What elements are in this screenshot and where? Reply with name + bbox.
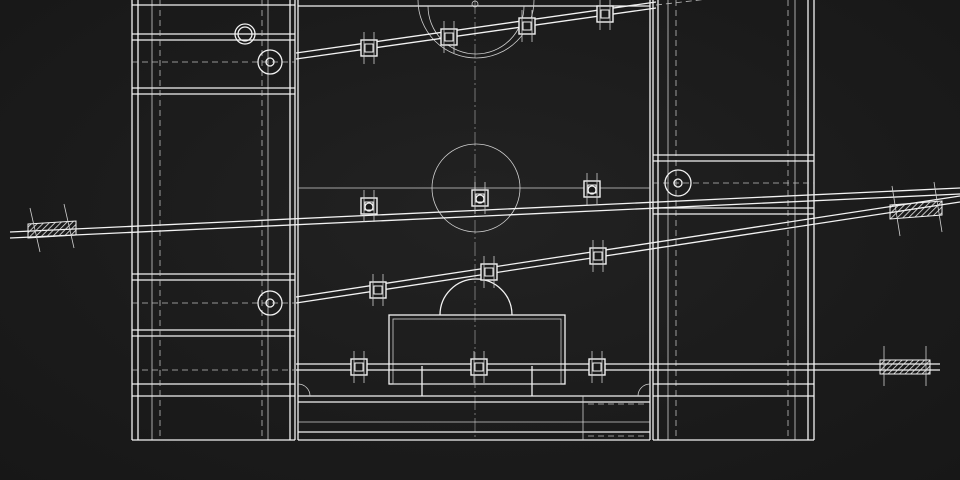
player-figure-icon bbox=[596, 0, 614, 30]
player-figure-icon bbox=[360, 190, 378, 222]
rod-bearing-circle-icon bbox=[257, 49, 283, 75]
player-figure-icon bbox=[369, 274, 387, 306]
rod-3 bbox=[295, 195, 960, 304]
rod-4 bbox=[296, 363, 940, 371]
player-figure-icon bbox=[470, 351, 488, 383]
rod-bearing-circle-icon bbox=[257, 290, 283, 316]
rod-handle-icon bbox=[27, 203, 77, 253]
player-figure-icon bbox=[440, 21, 458, 53]
player-figure-icon bbox=[518, 10, 536, 42]
player-figure-icon bbox=[471, 182, 489, 214]
rod-handle-icon bbox=[879, 346, 931, 386]
player-figure-icon bbox=[589, 240, 607, 272]
rod-handle-icon bbox=[889, 181, 943, 237]
player-figure-icon bbox=[583, 173, 601, 205]
player-figure-icon bbox=[480, 256, 498, 288]
left-side-cabinet bbox=[131, 0, 296, 441]
player-figure-icon bbox=[588, 351, 606, 383]
rod-bearing-circle-icon bbox=[234, 23, 256, 45]
rod-1 bbox=[295, 0, 703, 60]
rod-bearing-circle-icon bbox=[664, 169, 692, 197]
right-side-cabinet bbox=[652, 0, 815, 441]
player-figure-icon bbox=[350, 351, 368, 383]
player-figure-icon bbox=[360, 32, 378, 64]
playfield bbox=[297, 0, 651, 441]
